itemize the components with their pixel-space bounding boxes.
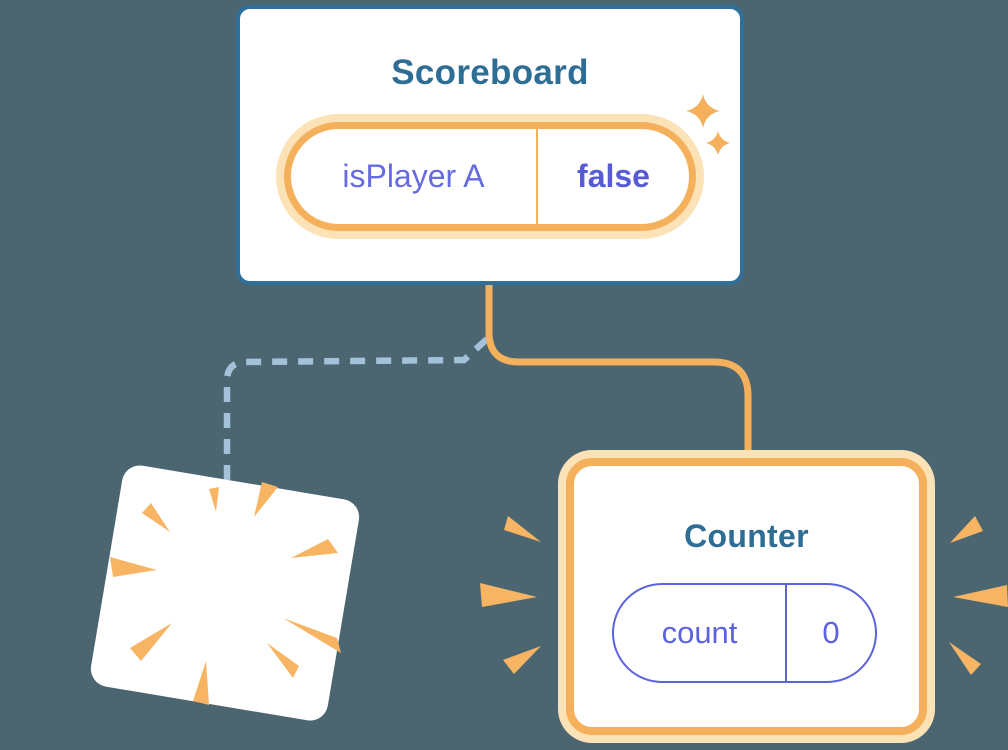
state-value: false bbox=[577, 158, 650, 194]
destroyed-component-card bbox=[88, 462, 362, 724]
emphasis-lines-left-icon bbox=[480, 516, 541, 674]
state-key: isPlayer A bbox=[342, 158, 485, 194]
scoreboard-title: Scoreboard bbox=[391, 53, 589, 92]
counter-state-pill: count 0 bbox=[612, 583, 877, 683]
counter-card: Counter count 0 bbox=[566, 458, 927, 735]
connector-solid bbox=[485, 285, 752, 462]
emphasis-lines-right-icon bbox=[949, 516, 1008, 675]
state-key: count bbox=[661, 615, 738, 650]
pill-divider bbox=[785, 585, 787, 681]
scoreboard-state-pill: isPlayer A false bbox=[284, 122, 696, 231]
state-value: 0 bbox=[822, 615, 840, 650]
counter-title: Counter bbox=[684, 518, 809, 554]
pill-divider bbox=[536, 129, 538, 224]
scoreboard-card: Scoreboard isPlayer A false bbox=[236, 5, 744, 285]
